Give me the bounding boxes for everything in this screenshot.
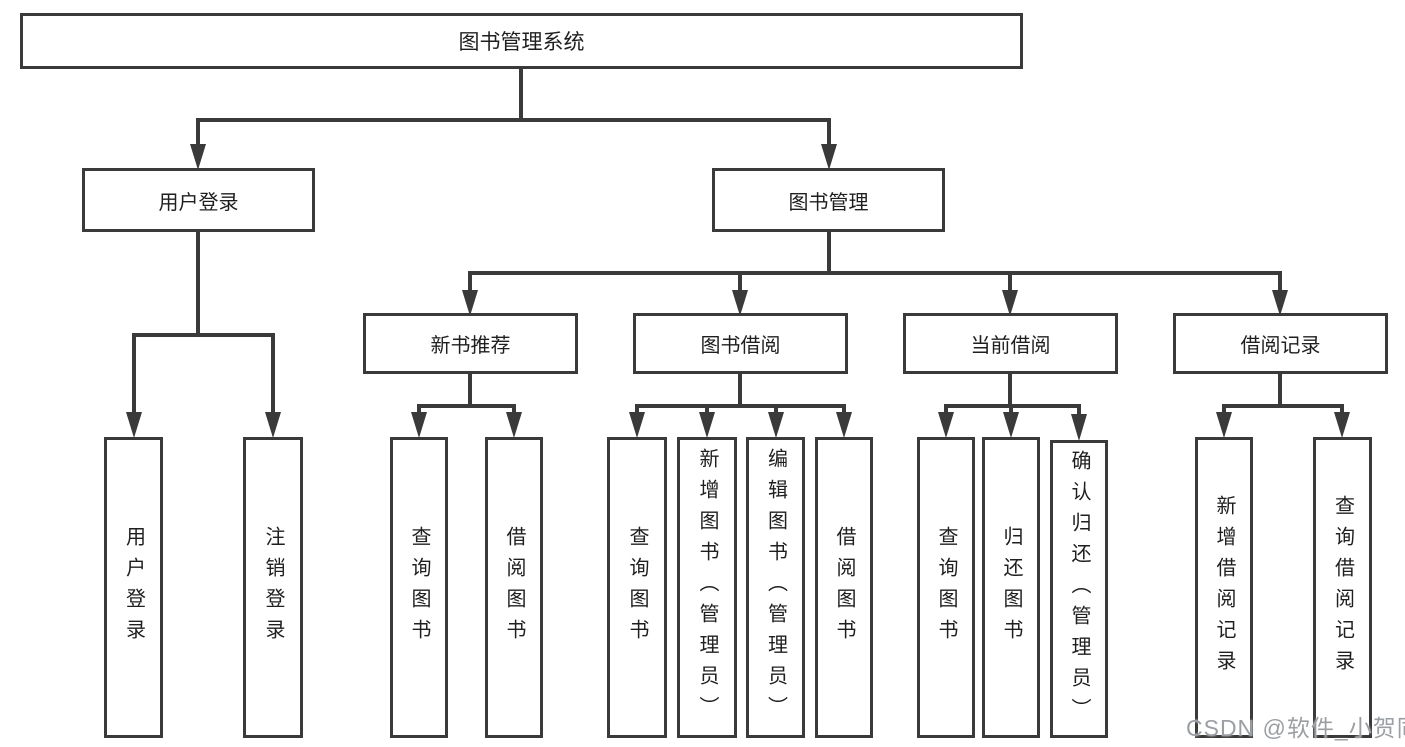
node-book-mgmt: 图书管理 <box>712 168 945 232</box>
connector-user-login <box>126 232 281 438</box>
leaf-borrow-edit: 编辑图书（管理员） <box>746 437 805 738</box>
node-user-login-label: 用户登录 <box>158 191 239 214</box>
leaf-newbook-borrow-label: 借阅图书 <box>503 525 525 650</box>
leaf-record-query: 查询借阅记录 <box>1313 437 1372 738</box>
node-current-borrow-label: 当前借阅 <box>970 335 1051 357</box>
node-book-mgmt-label: 图书管理 <box>788 191 869 214</box>
leaf-current-confirm-label: 确认归还（管理员） <box>1068 449 1090 729</box>
leaf-borrow-query: 查询图书 <box>607 437 667 738</box>
node-borrow-record: 借阅记录 <box>1173 313 1388 374</box>
leaf-borrow-query-label: 查询图书 <box>626 525 648 650</box>
connector-book-mgmt <box>462 232 1288 316</box>
leaf-current-return: 归还图书 <box>982 437 1040 738</box>
connector-borrow-record <box>1216 374 1350 438</box>
connector-book-borrow <box>629 374 852 438</box>
node-new-book-rec-label: 新书推荐 <box>430 335 511 357</box>
leaf-newbook-query-label: 查询图书 <box>408 525 430 650</box>
leaf-user-login-label: 用户登录 <box>122 525 145 650</box>
leaf-current-return-label: 归还图书 <box>1000 525 1022 650</box>
node-new-book-rec: 新书推荐 <box>363 313 578 374</box>
node-current-borrow: 当前借阅 <box>903 313 1118 374</box>
leaf-current-confirm: 确认归还（管理员） <box>1050 440 1108 738</box>
connector-current-borrow <box>938 374 1087 441</box>
leaf-record-add-label: 新增借阅记录 <box>1213 494 1235 681</box>
csdn-watermark: CSDN @软件_小贺同学 <box>1186 715 1405 741</box>
leaf-current-query-label: 查询图书 <box>935 525 957 650</box>
leaf-record-query-label: 查询借阅记录 <box>1331 494 1354 681</box>
node-user-login: 用户登录 <box>82 168 315 232</box>
leaf-logout-label: 注销登录 <box>262 525 284 650</box>
leaf-borrow-borrow: 借阅图书 <box>815 437 873 738</box>
leaf-current-query: 查询图书 <box>917 437 975 738</box>
connector-root <box>190 69 837 170</box>
node-borrow-record-label: 借阅记录 <box>1240 335 1321 357</box>
leaf-borrow-borrow-label: 借阅图书 <box>833 525 855 650</box>
leaf-newbook-query: 查询图书 <box>390 437 448 738</box>
leaf-logout: 注销登录 <box>243 437 303 738</box>
leaf-newbook-borrow: 借阅图书 <box>485 437 543 738</box>
node-root-system-label: 图书管理系统 <box>458 31 585 54</box>
node-book-borrow: 图书借阅 <box>633 313 848 374</box>
node-book-borrow-label: 图书借阅 <box>700 335 781 357</box>
leaf-record-add: 新增借阅记录 <box>1195 437 1253 738</box>
node-root-system: 图书管理系统 <box>20 13 1023 69</box>
leaf-borrow-add-label: 新增图书（管理员） <box>696 448 718 727</box>
leaf-borrow-add: 新增图书（管理员） <box>677 437 737 738</box>
connector-new-book <box>411 374 522 438</box>
leaf-user-login: 用户登录 <box>104 437 163 738</box>
leaf-borrow-edit-label: 编辑图书（管理员） <box>764 448 787 727</box>
